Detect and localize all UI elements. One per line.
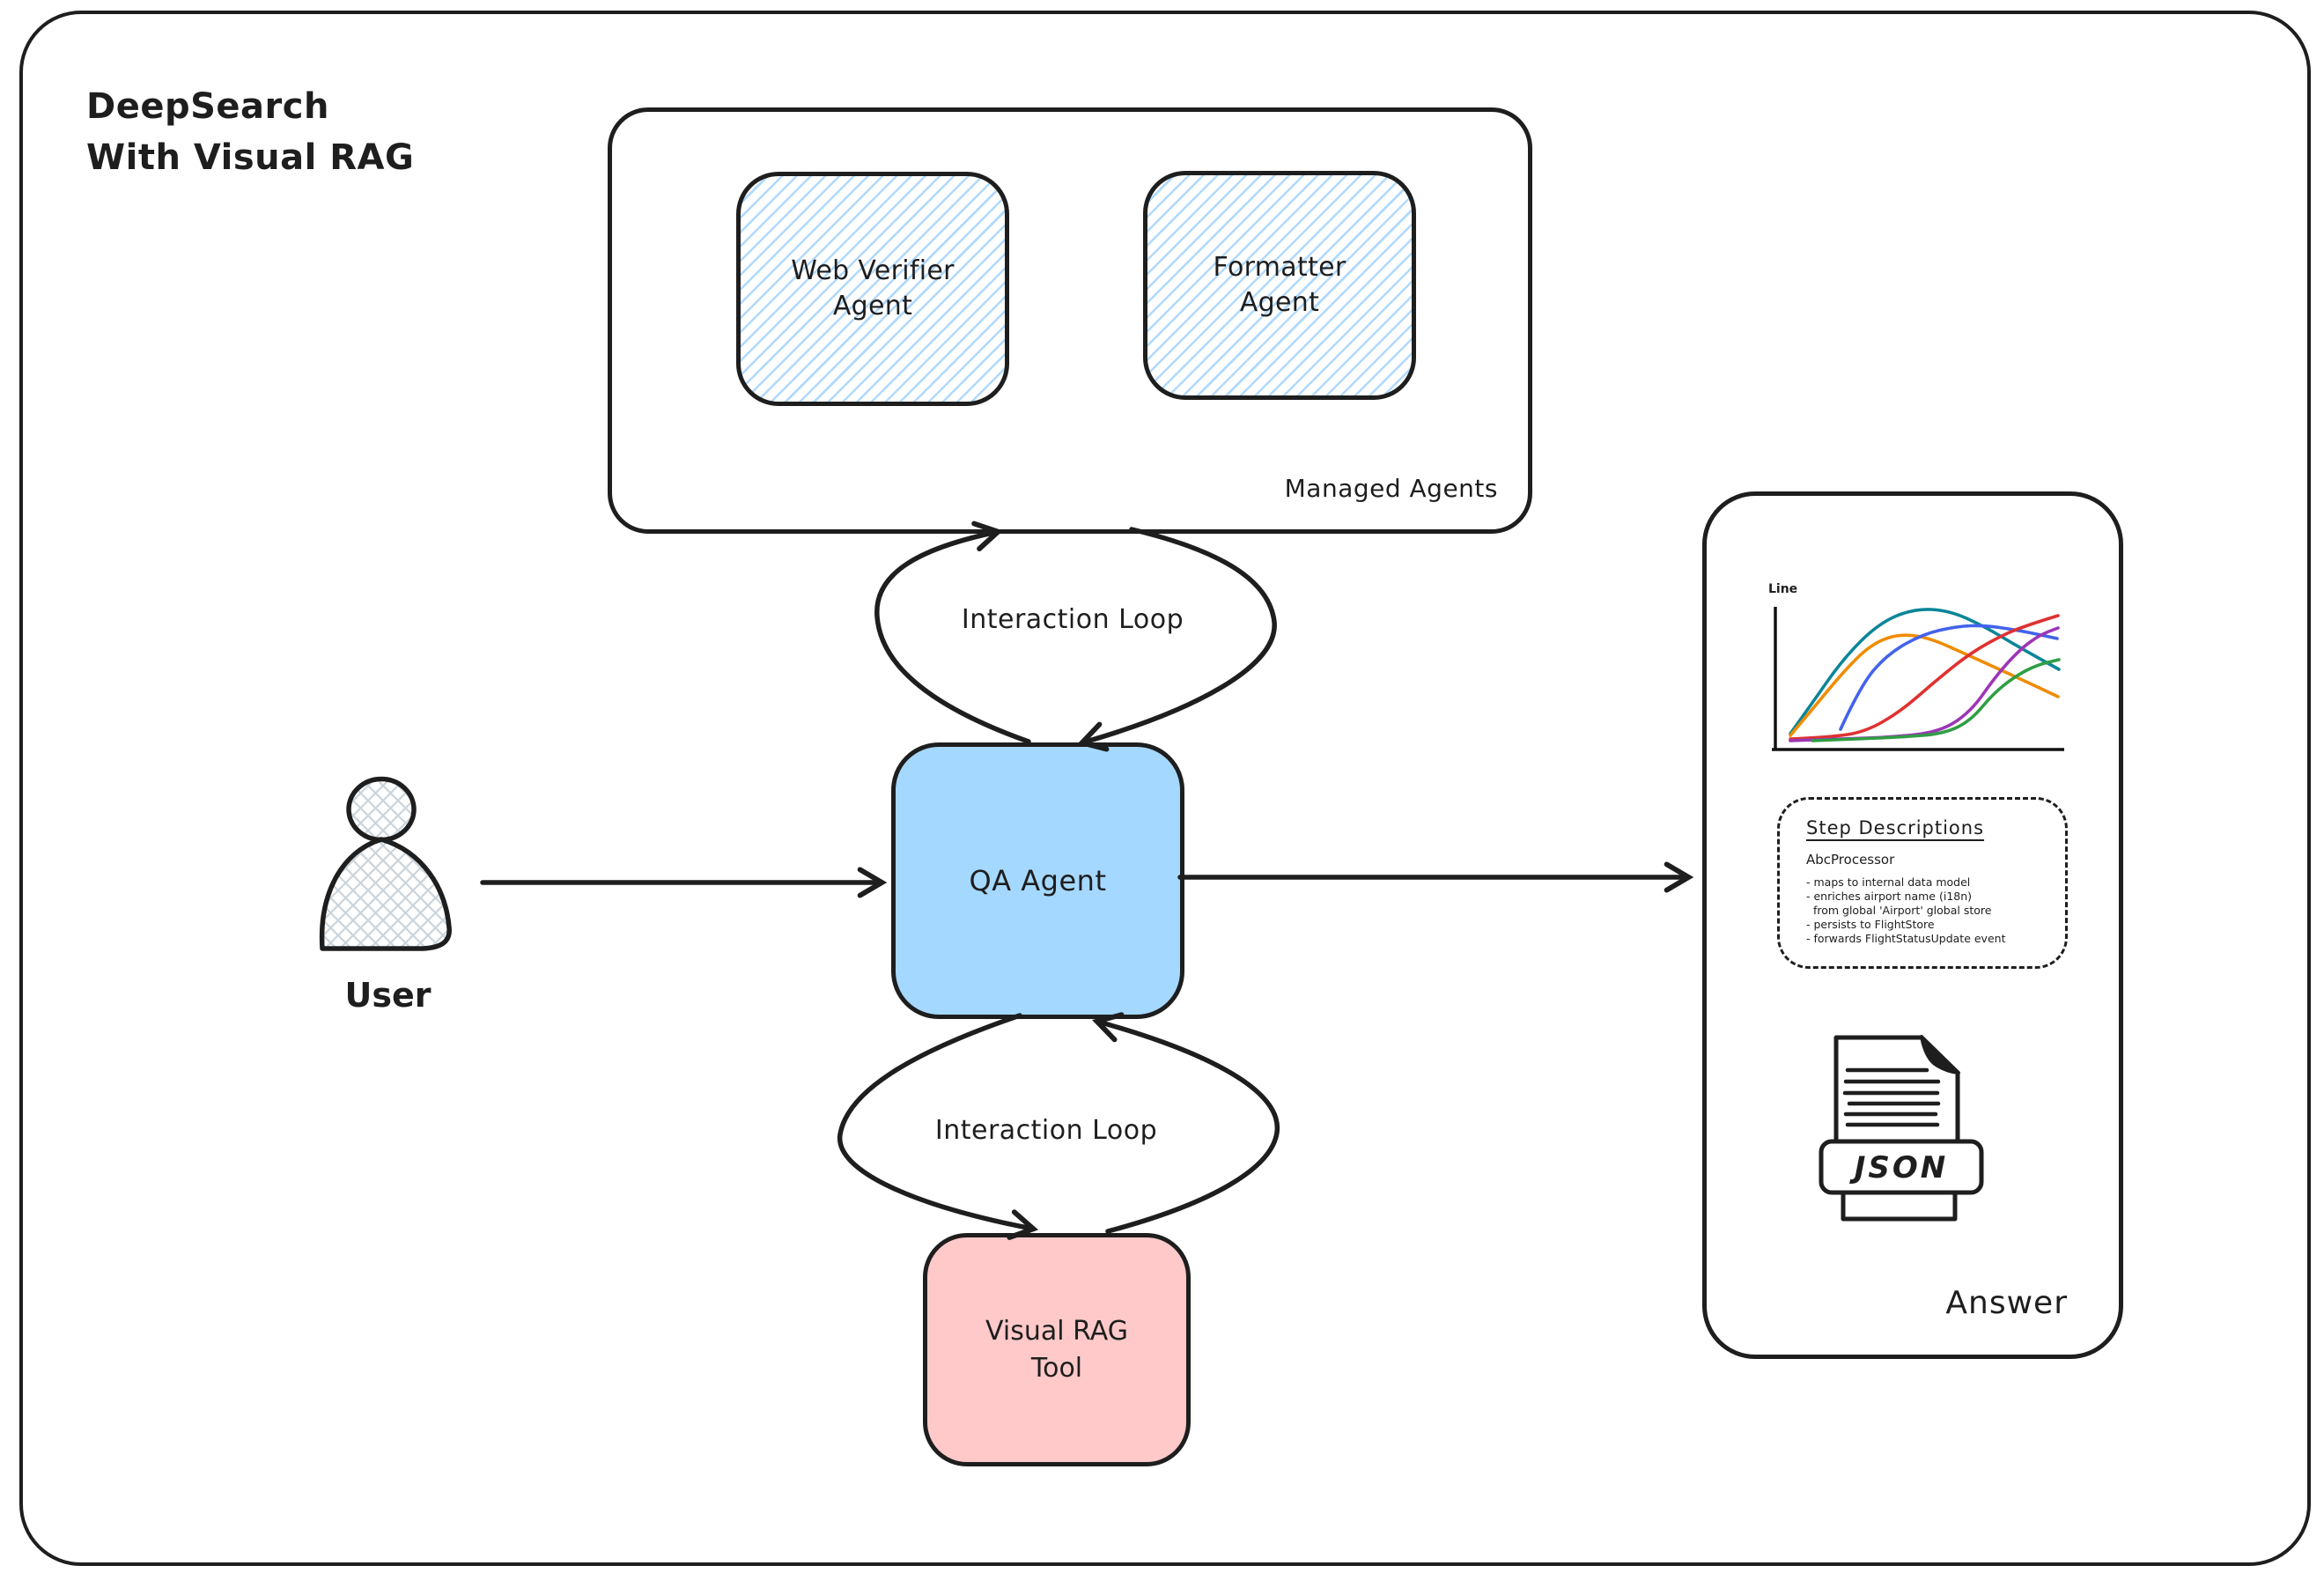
chart-series-red (1789, 614, 2060, 741)
step-description-item: - forwards FlightStatusUpdate event (1806, 932, 2006, 945)
answer-panel: Line Step Descriptions AbcProcessor - ma… (1702, 491, 2123, 1359)
visual-rag-tool-box: Visual RAG Tool (923, 1233, 1191, 1466)
agent-box-web-verifier: Web Verifier Agent (736, 172, 1009, 406)
step-descriptions-box: Step Descriptions AbcProcessor - maps to… (1777, 797, 2068, 969)
step-description-item: - persists to FlightStore (1806, 918, 1935, 931)
chart-series-green (1811, 658, 2061, 742)
agent-box-formatter: Formatter Agent (1143, 171, 1416, 400)
interaction-loop-top-label: Interaction Loop (961, 604, 1184, 635)
qa-agent-box: QA Agent (891, 742, 1184, 1019)
step-descriptions-title: Step Descriptions (1806, 817, 1985, 838)
interaction-loop-bottom-label: Interaction Loop (934, 1115, 1158, 1146)
managed-agents-label: Managed Agents (1284, 474, 1498, 503)
step-descriptions-subtitle: AbcProcessor (1806, 852, 1895, 868)
agent-label-formatter: Formatter Agent (1213, 251, 1346, 319)
user-label: User (344, 976, 432, 1015)
answer-chart-svg (1772, 607, 2064, 751)
outer-frame (19, 11, 2311, 1566)
chart-title-label: Line (1768, 582, 1798, 596)
json-document-icon: JSON (1819, 1035, 1984, 1222)
step-descriptions-list: - maps to internal data model - enriches… (1806, 875, 2044, 946)
user-icon (319, 776, 452, 951)
qa-agent-label: QA Agent (969, 864, 1107, 897)
step-description-item: - maps to internal data model (1806, 875, 1971, 889)
agent-label-web-verifier: Web Verifier Agent (791, 255, 955, 322)
chart-series-orange (1789, 633, 2060, 737)
managed-agents-box: Web Verifier Agent Formatter Agent Manag… (608, 107, 1532, 534)
answer-panel-label: Answer (1945, 1285, 2068, 1321)
diagram-title: DeepSearch With Visual RAG (86, 86, 415, 178)
json-banner-label: JSON (1849, 1150, 1949, 1185)
chart-series-blue (1839, 624, 2059, 731)
document-text-lines (1842, 1067, 1941, 1127)
visual-rag-tool-label: Visual RAG Tool (985, 1315, 1128, 1384)
step-description-item: - enriches airport name (i18n) from glob… (1806, 890, 1992, 917)
json-banner (1819, 1139, 1984, 1195)
